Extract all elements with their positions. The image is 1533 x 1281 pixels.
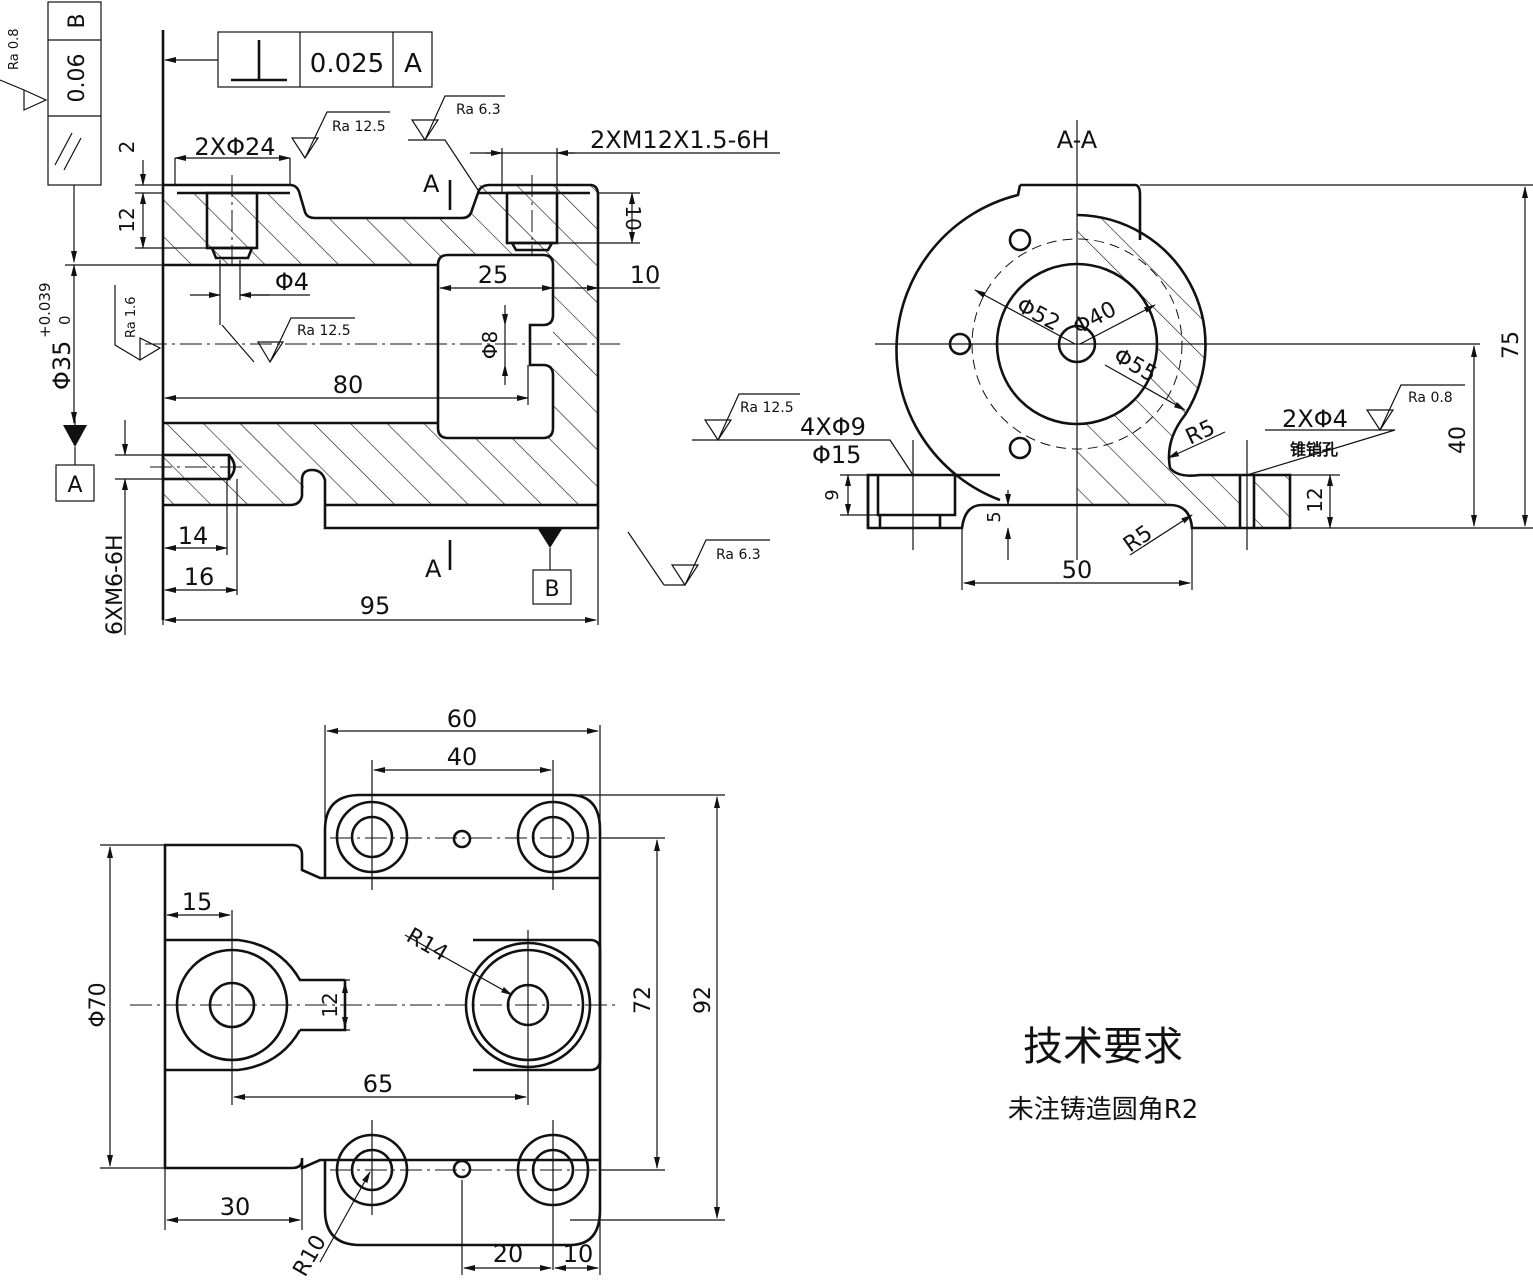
section-mark-top: A <box>423 170 440 198</box>
svg-text:+0.039: +0.039 <box>36 282 54 338</box>
svg-text:72: 72 <box>631 986 656 1014</box>
svg-text:75: 75 <box>1499 331 1524 359</box>
svg-text:65: 65 <box>363 1070 394 1098</box>
svg-text:Φ4: Φ4 <box>275 268 309 296</box>
roughness-symbols-front: Ra 0.8 Ra 12.5 Ra 6.3 Ra 1.6 Ra 12.5 Ra … <box>0 28 770 587</box>
svg-text:25: 25 <box>478 261 509 289</box>
svg-text:12: 12 <box>115 207 139 232</box>
svg-text:2XΦ4: 2XΦ4 <box>1282 405 1348 433</box>
svg-text:2: 2 <box>115 141 139 154</box>
svg-text:9: 9 <box>822 489 843 500</box>
svg-text:12: 12 <box>318 992 342 1017</box>
gdt-parallelism-frame: B 0.06 <box>47 1 102 263</box>
section-view-a-a: A-A <box>866 120 1480 560</box>
datum-b: B <box>532 529 572 605</box>
svg-text:Ra 12.5: Ra 12.5 <box>297 323 351 339</box>
svg-text:R14: R14 <box>402 924 452 967</box>
datum-a: A <box>55 418 95 502</box>
svg-text:6XM6-6H: 6XM6-6H <box>103 534 128 635</box>
svg-text:A: A <box>67 473 82 498</box>
gdt-datum-b: B <box>65 13 90 28</box>
technical-requirements: 技术要求 未注铸造圆角R2 <box>1008 1024 1199 1125</box>
svg-text:10: 10 <box>621 205 645 230</box>
top-view <box>130 760 615 1270</box>
svg-text:Φ35: Φ35 <box>48 341 76 390</box>
svg-text:4XΦ9: 4XΦ9 <box>800 413 866 441</box>
svg-text:2XΦ24: 2XΦ24 <box>194 133 275 161</box>
svg-text:40: 40 <box>447 743 478 771</box>
svg-text:Ra 0.8: Ra 0.8 <box>7 28 22 70</box>
front-dimensions: 2XΦ24 2XM12X1.5-6H 2 12 10 25 10 Φ4 Φ8 <box>36 126 780 635</box>
svg-text:R5: R5 <box>1182 415 1219 450</box>
svg-text:14: 14 <box>178 522 209 550</box>
svg-text:30: 30 <box>220 1193 251 1221</box>
gdt-datum-a: A <box>404 49 422 79</box>
svg-text:92: 92 <box>691 986 716 1014</box>
gdt-tolerance-006: 0.06 <box>65 54 90 103</box>
svg-text:40: 40 <box>1446 426 1471 454</box>
top-dimensions: 60 40 15 R14 12 65 Φ70 72 92 30 R10 <box>86 705 725 1281</box>
gdt-tolerance-0025: 0.025 <box>310 49 384 79</box>
svg-text:R10: R10 <box>289 1231 332 1281</box>
svg-text:80: 80 <box>333 371 364 399</box>
svg-text:10: 10 <box>563 1240 594 1268</box>
svg-text:B: B <box>544 577 559 602</box>
svg-text:Φ8: Φ8 <box>478 331 502 359</box>
svg-text:Ra 0.8: Ra 0.8 <box>1408 390 1453 406</box>
svg-text:16: 16 <box>184 563 215 591</box>
svg-text:2XM12X1.5-6H: 2XM12X1.5-6H <box>590 126 770 154</box>
parallelism-icon <box>54 132 82 171</box>
svg-text:50: 50 <box>1062 556 1093 584</box>
svg-text:Φ52: Φ52 <box>1012 293 1064 336</box>
svg-text:Ra 6.3: Ra 6.3 <box>456 102 501 118</box>
svg-text:Ra 12.5: Ra 12.5 <box>332 119 386 135</box>
svg-text:0: 0 <box>56 315 74 325</box>
svg-text:60: 60 <box>447 705 478 733</box>
svg-text:Φ70: Φ70 <box>86 982 111 1027</box>
section-mark-bottom: A <box>425 555 442 583</box>
svg-text:15: 15 <box>182 888 213 916</box>
svg-text:Ra 12.5: Ra 12.5 <box>740 400 794 416</box>
svg-text:95: 95 <box>360 592 391 620</box>
svg-text:12: 12 <box>1303 487 1327 512</box>
svg-text:Φ15: Φ15 <box>812 441 861 469</box>
gdt-perpendicularity-frame: 0.025 A <box>164 31 433 88</box>
notes-line-1: 未注铸造圆角R2 <box>1008 1095 1199 1125</box>
svg-text:Ra 6.3: Ra 6.3 <box>716 547 761 563</box>
svg-text:锥销孔: 锥销孔 <box>1290 440 1338 459</box>
notes-title: 技术要求 <box>1023 1024 1183 1070</box>
svg-text:Ra 1.6: Ra 1.6 <box>124 296 139 338</box>
svg-text:10: 10 <box>630 261 661 289</box>
svg-text:5: 5 <box>984 511 1005 522</box>
svg-text:R5: R5 <box>1119 521 1157 558</box>
svg-text:20: 20 <box>493 1240 524 1268</box>
